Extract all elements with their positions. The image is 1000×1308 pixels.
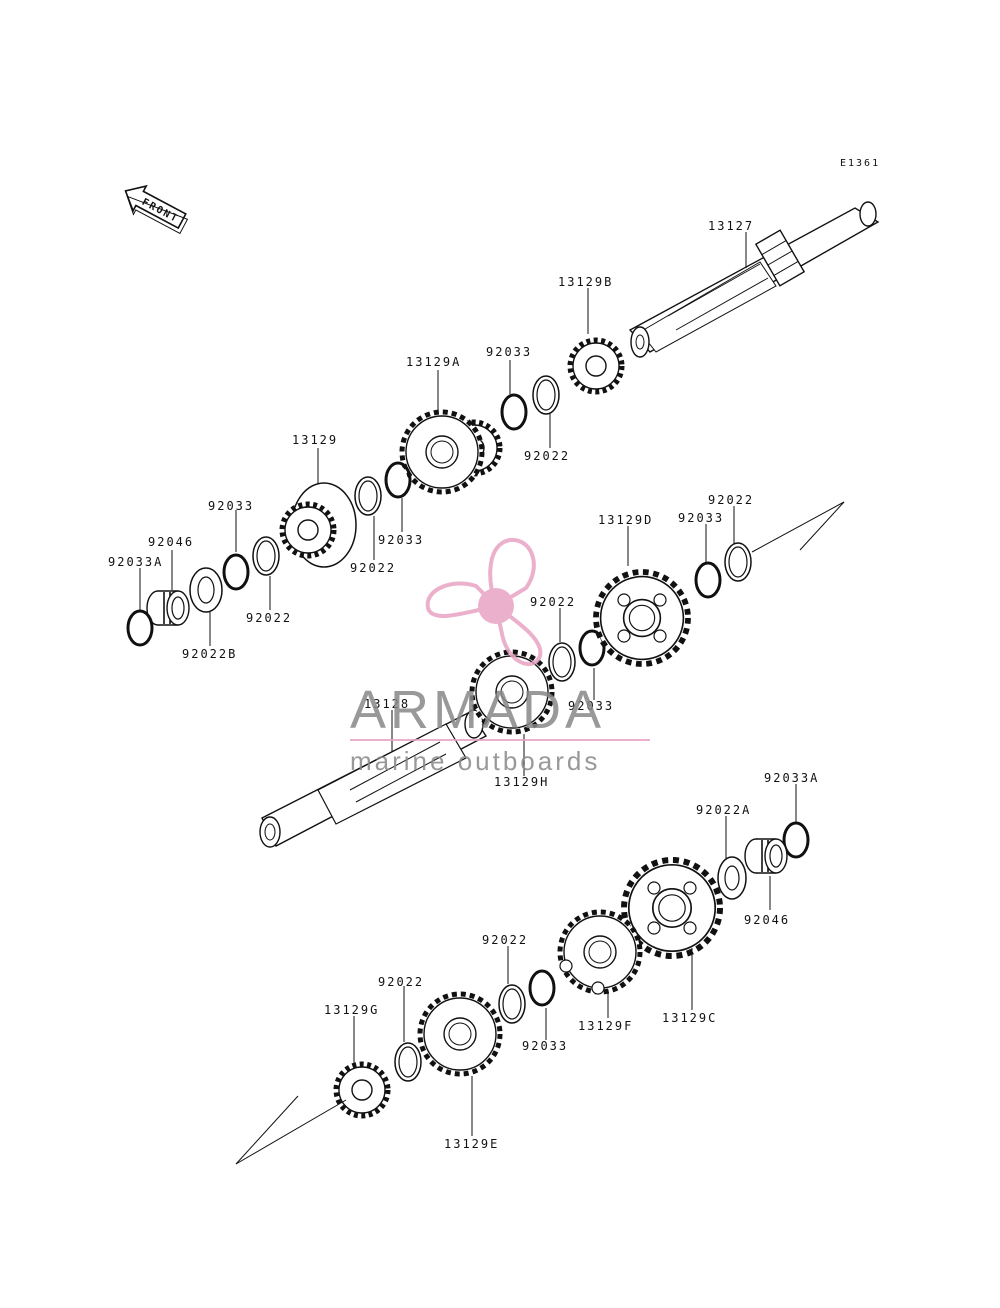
label-13129: 13129: [292, 433, 338, 447]
gear-13129C: [624, 860, 720, 956]
label-13129H: 13129H: [494, 775, 549, 789]
watermark: ARMADA marine outboards: [350, 537, 650, 776]
label-92022A: 92022A: [696, 803, 751, 817]
label-92033-b: 92033: [378, 533, 424, 547]
label-13127: 13127: [708, 219, 754, 233]
label-92022-d: 92022: [708, 493, 754, 507]
circlip-92033-a: [500, 393, 528, 431]
watermark-brand: ARMADA: [350, 680, 605, 740]
front-arrow-icon: FRONT: [124, 184, 189, 235]
label-92022-e: 92022: [530, 595, 576, 609]
circlip-92033-f: [528, 969, 556, 1007]
ring-92022-g: [394, 1042, 422, 1082]
output-shaft-13127: [628, 201, 880, 358]
circlip-92033-d: [694, 561, 722, 599]
label-92046-a: 92046: [148, 535, 194, 549]
ring-92022-b: [354, 476, 382, 516]
label-13129A: 13129A: [406, 355, 461, 369]
label-13129G: 13129G: [324, 1003, 379, 1017]
ring-92022-e: [548, 642, 576, 682]
label-92046-b: 92046: [744, 913, 790, 927]
circlip-92033-c: [222, 553, 250, 591]
label-92033-c: 92033: [208, 499, 254, 513]
watermark-tagline: marine outboards: [350, 746, 600, 776]
axis-line-lower: [235, 1099, 347, 1165]
gear-13129F: [560, 912, 640, 995]
label-92022-a: 92022: [524, 449, 570, 463]
label-92033-e: 92033: [568, 699, 614, 713]
label-13129B: 13129B: [558, 275, 613, 289]
label-13129E: 13129E: [444, 1137, 499, 1151]
circlip-92033-b: [384, 461, 412, 499]
axis-line-upper: [751, 501, 845, 553]
label-92033A-a: 92033A: [108, 555, 163, 569]
washer-92022A: [717, 856, 747, 900]
ring-92022-c: [252, 536, 280, 576]
ring-92022-a: [532, 375, 560, 415]
ring-92022-d: [724, 542, 752, 582]
bearing-92046-a: [146, 590, 190, 626]
axis-tick-upper: [799, 501, 845, 551]
label-92022-g: 92022: [378, 975, 424, 989]
gear-13129D: [596, 572, 688, 664]
label-13129D: 13129D: [598, 513, 653, 527]
label-92033-f: 92033: [522, 1039, 568, 1053]
gear-13129E: [420, 994, 500, 1074]
label-92033-d: 92033: [678, 511, 724, 525]
label-13128: 13128: [364, 697, 410, 711]
label-92022-b: 92022: [350, 561, 396, 575]
label-92022-c: 92022: [246, 611, 292, 625]
gear-13129G: [336, 1064, 388, 1116]
label-13129C: 13129C: [662, 1011, 717, 1025]
drive-shaft-13128: [259, 709, 488, 848]
gear-13129B: [570, 340, 622, 392]
circlip-92033A-a: [126, 609, 154, 647]
axis-tick-lower: [235, 1095, 299, 1165]
ring-92022-f: [498, 984, 526, 1024]
label-92022-f: 92022: [482, 933, 528, 947]
gear-13129: [282, 482, 357, 568]
washer-92022B: [189, 567, 223, 613]
label-13129F: 13129F: [578, 1019, 633, 1033]
diagram-code: E1361: [840, 158, 880, 169]
gear-13129A: [402, 412, 500, 492]
bearing-92046-b: [744, 838, 788, 874]
label-92033-a: 92033: [486, 345, 532, 359]
propeller-logo-icon: [425, 537, 543, 667]
label-92033A-b: 92033A: [764, 771, 819, 785]
label-92022B: 92022B: [182, 647, 237, 661]
circlip-92033A-b: [782, 821, 810, 859]
leader-lines: [139, 232, 797, 1136]
